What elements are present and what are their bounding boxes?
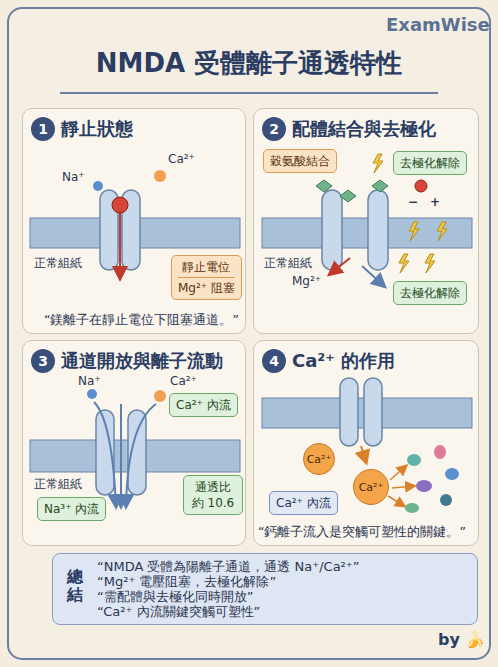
label-box: 穀氨酸結合	[263, 149, 337, 173]
label-text: 正常組紙	[264, 255, 312, 272]
box-text: 去極化解除	[400, 155, 460, 171]
callout-text: 2	[269, 121, 279, 137]
label-text: 正常組紙	[34, 255, 82, 272]
brand-logo: ExamWise	[386, 14, 490, 35]
summary-line: “NMDA 受體為陽離子通道，通透 Na⁺/Ca²⁺”	[97, 559, 469, 574]
panel-heading: 配體結合與去極化	[292, 117, 436, 141]
callout-number: 3	[31, 349, 55, 373]
panel: Ca²⁺ 的作用 4Ca²⁺ Ca²⁺ Ca²⁺ 內流	[253, 340, 479, 546]
label-text: “鈣離子流入是突觸可塑性的關鍵。”	[258, 524, 466, 541]
callout-number: 1	[31, 117, 55, 141]
box-text: Ca²⁺ 內流	[276, 495, 331, 511]
label-text: −	[408, 195, 418, 209]
label-text: Na⁺	[78, 374, 101, 388]
label-text: Ca²⁺	[170, 374, 197, 388]
ion-text: Ca²⁺	[307, 453, 332, 466]
callout-number: 2	[262, 117, 286, 141]
summary-heading: 總結	[67, 568, 83, 603]
ion-circle: Ca²⁺	[353, 469, 389, 505]
panel: 靜止狀態 1 靜止電位 Mg²⁺ 阻塞	[22, 108, 246, 334]
ion-circle: Ca²⁺	[303, 443, 335, 475]
summary-line: “Ca²⁺ 內流關鍵突觸可塑性”	[97, 604, 469, 619]
label-text: by 🍌	[438, 630, 485, 649]
panel-heading: Ca²⁺ 的作用	[292, 349, 395, 373]
label-text: Na⁺	[62, 170, 85, 184]
label-box: 去極化解除	[393, 281, 467, 305]
summary-line: “Mg²⁺ 電壓阻塞，去極化解除”	[97, 574, 469, 589]
label-box: 去極化解除	[393, 151, 467, 175]
label-text: “鎂離子在靜止電位下阻塞通道。”	[44, 312, 239, 329]
box-text: 穀氨酸結合	[270, 153, 330, 169]
label-box: 通透比 約 10.6	[183, 475, 243, 515]
label-text: Mg²⁺	[292, 274, 321, 288]
callout-text: 3	[38, 353, 48, 369]
box-text: 靜止電位	[178, 259, 235, 275]
summary-line: “需配體與去極化同時開放”	[97, 589, 469, 604]
callout-text: 1	[38, 121, 48, 137]
panel-heading: 通道開放與離子流動	[61, 349, 223, 373]
label-text: +	[430, 195, 440, 209]
label-text: 正常組紙	[34, 476, 82, 493]
box-text: Na³⁺ 內流	[44, 501, 99, 517]
callout-text: 4	[269, 353, 279, 369]
box-text: 去極化解除	[400, 285, 460, 301]
label-box: Ca²⁺ 內流	[169, 393, 238, 417]
diagram-title: NMDA 受體離子通透特性	[0, 46, 498, 81]
box-text: 通透比 約 10.6	[190, 479, 236, 511]
box-text: Mg²⁺ 阻塞	[178, 277, 235, 296]
label-box: Na³⁺ 內流	[37, 497, 106, 521]
panel-heading: 靜止狀態	[61, 117, 133, 141]
box-text: Ca²⁺ 內流	[176, 397, 231, 413]
panel: 通道開放與離子流動 3Ca²⁺ 內流 Na³⁺ 內流 通透比 約 10.6	[22, 340, 246, 546]
label-box: 靜止電位 Mg²⁺ 阻塞	[171, 255, 242, 300]
ion-text: Ca²⁺	[359, 481, 384, 494]
label-box: Ca²⁺ 內流	[269, 491, 338, 515]
panel: 配體結合與去極化2穀氨酸結合去極化解除去極化解除	[253, 108, 479, 334]
callout-number: 4	[262, 349, 286, 373]
summary-box: 總結 “NMDA 受體為陽離子通道，通透 Na⁺/Ca²⁺”“Mg²⁺ 電壓阻塞，…	[52, 553, 478, 625]
label-text: Ca²⁺	[168, 152, 195, 166]
